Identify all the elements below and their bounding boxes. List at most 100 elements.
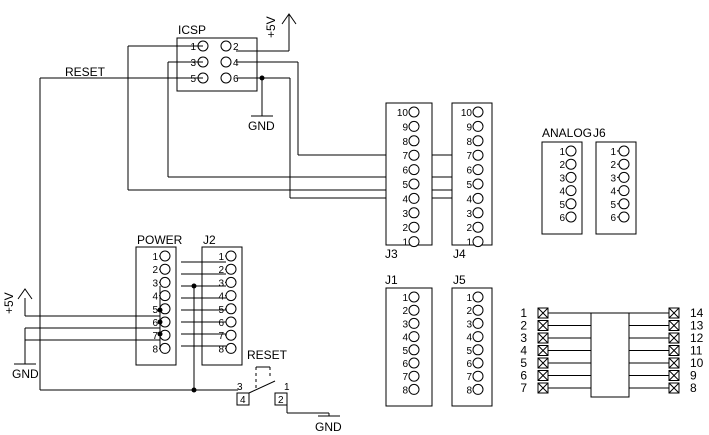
- j1-pin-label: 6: [402, 359, 408, 370]
- ic-right-pin-label: 8: [690, 381, 697, 395]
- j6-body: [595, 141, 637, 235]
- analog-pin-label: 5: [559, 200, 565, 211]
- power-pin-label: 6: [152, 318, 158, 329]
- j5-pin-pad: [472, 304, 484, 316]
- icsp-right-pin-label: 6: [233, 74, 239, 85]
- j3-pin-pad: [408, 207, 420, 219]
- j4-pin-pad: [472, 207, 484, 219]
- j4-label: J4: [453, 247, 466, 261]
- j3-pin-pad: [408, 120, 420, 132]
- v5-top-label: +5V: [264, 16, 278, 38]
- j3-pin-label: 9: [402, 122, 408, 133]
- j5-body: [451, 287, 493, 407]
- j4-pin-label: 6: [466, 166, 472, 177]
- j3-pin-pad: [408, 221, 420, 233]
- j4-pin-pad: [472, 106, 484, 118]
- j4-pin-pad: [472, 120, 484, 132]
- j5-pin-label: 6: [466, 359, 472, 370]
- j5-pin-pad: [472, 370, 484, 382]
- j2-pin-label: 2: [218, 265, 224, 276]
- ic-right-pin-label: 11: [690, 344, 703, 358]
- j1-pin-pad: [408, 344, 420, 356]
- icsp-right-pin-label: 4: [233, 58, 239, 69]
- j5-pin-label: 5: [466, 346, 472, 357]
- j4-pin-label: 4: [466, 194, 472, 205]
- reset-switch: RESET 4 2 3 1 GND: [236, 348, 342, 434]
- j4-pin-label: 8: [466, 137, 472, 148]
- j2-pin-label: 1: [218, 252, 224, 263]
- analog-pin-pad: [565, 158, 577, 170]
- j4-pin-pad: [472, 236, 484, 248]
- analog-pin-pad: [565, 171, 577, 183]
- j3-pin-label: 3: [402, 209, 408, 220]
- j3-pin-label: 10: [397, 108, 409, 119]
- j4-pin-label: 3: [466, 209, 472, 220]
- j5-pin-pad: [472, 317, 484, 329]
- ic-right-pin-label: 12: [690, 331, 704, 345]
- gnd-symbol-icsp: GND: [248, 78, 275, 133]
- icsp-right-pins: 246: [220, 40, 239, 85]
- j2-pin-pad: [225, 329, 237, 341]
- j3-pin-pad: [408, 135, 420, 147]
- analog-pin-pad: [565, 185, 577, 197]
- switch-pad-4: [236, 392, 250, 406]
- icsp-header: ICSP 135 246: [176, 23, 258, 92]
- j1-pin-pad: [408, 317, 420, 329]
- ic-left-pin-label: 3: [520, 331, 527, 345]
- icsp-left-pin-label: 5: [190, 74, 196, 85]
- j6-pin-label: 4: [610, 187, 616, 198]
- j6-pin-pad: [618, 211, 630, 223]
- j3-pin-pad: [408, 192, 420, 204]
- j6-pin-pad: [618, 198, 630, 210]
- ic-left-pin-label: 4: [520, 344, 527, 358]
- j2-pin-label: 8: [218, 344, 224, 355]
- j4-pin-pad: [472, 178, 484, 190]
- switch-pin-1: 1: [284, 382, 290, 393]
- icsp-label: ICSP: [178, 23, 206, 37]
- ic-left-pin-label: 2: [520, 319, 527, 333]
- j2-pin-label: 4: [218, 292, 224, 303]
- j1-pin-label: 3: [402, 319, 408, 330]
- ic-left-pin-label: 6: [520, 369, 527, 383]
- j5-pin-pad: [472, 357, 484, 369]
- j2-label: J2: [203, 233, 216, 247]
- icsp-left-pin-label: 3: [190, 58, 196, 69]
- j1-pin-label: 2: [402, 306, 408, 317]
- j3-pin-pad: [408, 164, 420, 176]
- junction-dot: [157, 331, 163, 337]
- j4-pin-pad: [472, 221, 484, 233]
- gnd-icsp-label: GND: [248, 119, 275, 133]
- analog-pin-label: 3: [559, 173, 565, 184]
- j1-pin-pad: [408, 331, 420, 343]
- reset-switch-label: RESET: [247, 348, 288, 362]
- j5-pin-pad: [472, 291, 484, 303]
- j6-pin-label: 1: [610, 147, 616, 158]
- j6-pin-label: 6: [610, 213, 616, 224]
- j6-pin-label: 3: [610, 173, 616, 184]
- j1-pin-pad: [408, 370, 420, 382]
- j5-pin-label: 8: [466, 385, 472, 396]
- power-wires: [14, 261, 226, 390]
- power-pin-pad: [159, 250, 171, 262]
- j6-pin-pad: [618, 145, 630, 157]
- j4-pin-pad: [472, 192, 484, 204]
- icsp-body: [176, 37, 258, 92]
- j1-pin-pad: [408, 304, 420, 316]
- j3-label: J3: [385, 247, 398, 261]
- j5-pin-pad: [472, 383, 484, 395]
- j3-pin-label: 8: [402, 137, 408, 148]
- ic-left-pin-label: 1: [520, 306, 527, 320]
- ic-right-pin-label: 9: [690, 369, 697, 383]
- gnd-switch-label: GND: [315, 420, 342, 434]
- ic-right-pin-label: 10: [690, 356, 704, 370]
